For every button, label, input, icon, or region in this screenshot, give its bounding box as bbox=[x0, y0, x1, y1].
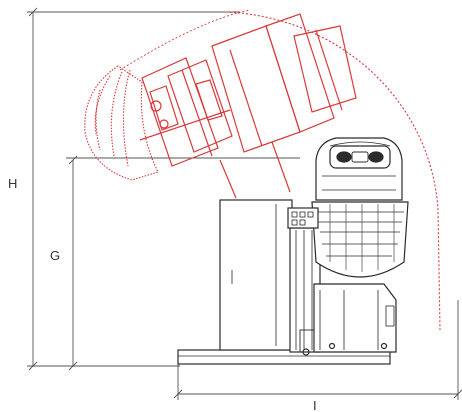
pivot-height-label: G bbox=[50, 248, 60, 263]
tilted-bowl bbox=[84, 65, 159, 181]
dimension-lines bbox=[27, 7, 462, 400]
tilted-body bbox=[139, 13, 357, 199]
control-panel bbox=[287, 207, 319, 229]
mixer-base bbox=[177, 137, 409, 365]
height-label: H bbox=[8, 176, 17, 191]
length-label: I bbox=[313, 398, 317, 412]
tilt-swing-arc bbox=[225, 11, 441, 331]
tilt-inner-arc bbox=[119, 9, 251, 71]
tilted-head-outline bbox=[84, 9, 441, 331]
side-cabinet bbox=[219, 199, 293, 351]
lower-body bbox=[313, 283, 397, 353]
bowl bbox=[311, 201, 409, 278]
